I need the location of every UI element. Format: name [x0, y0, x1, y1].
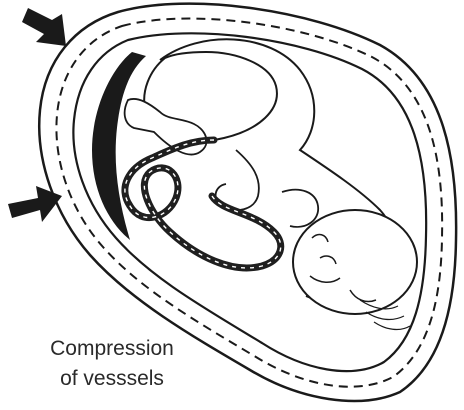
caption-line-2: of vesssels — [12, 364, 212, 394]
compression-caption: Compression of vesssels — [12, 334, 212, 394]
fetus-head — [293, 210, 417, 314]
pressure-arrow-icon — [22, 8, 66, 46]
caption-line-1: Compression — [12, 334, 212, 364]
